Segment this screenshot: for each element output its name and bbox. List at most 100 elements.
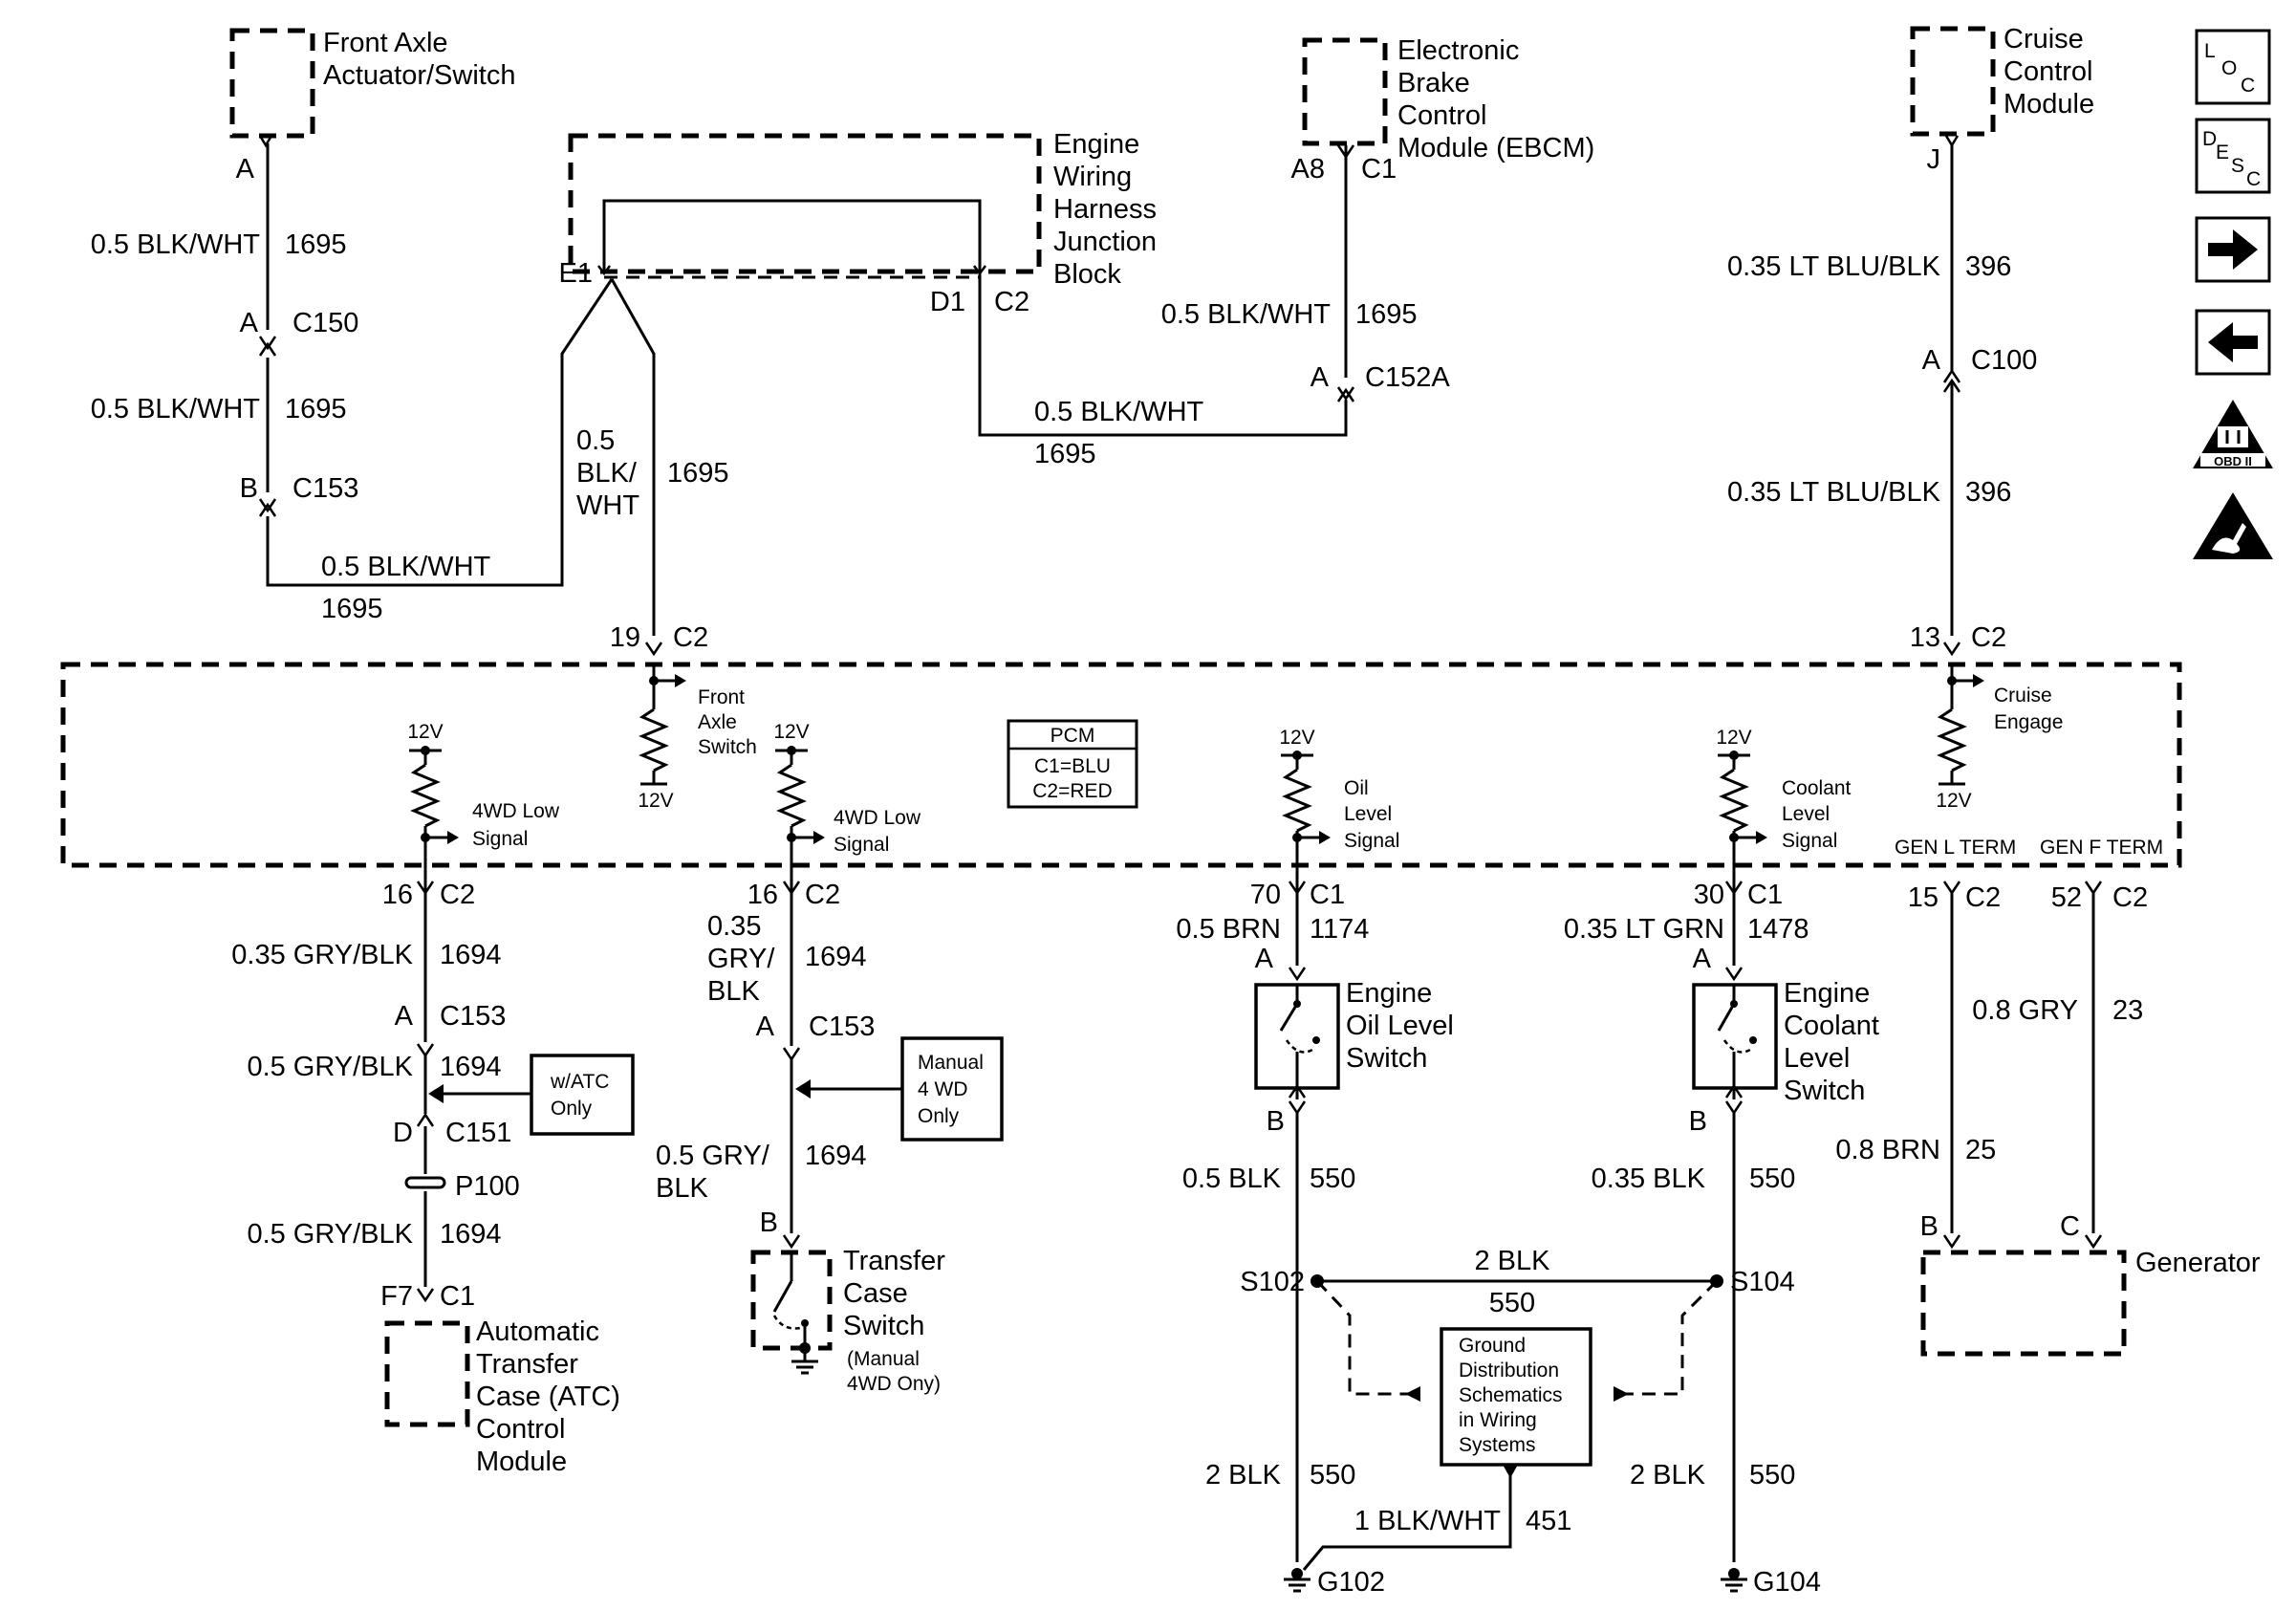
ebcm-label-1: Electronic xyxy=(1397,35,1519,66)
oil-label-2: Oil Level xyxy=(1346,1011,1454,1041)
conn-c2-ewh: C2 xyxy=(994,287,1029,317)
wire-grb-s5: BLK xyxy=(656,1173,708,1204)
circuit-1174: 1174 xyxy=(1310,914,1369,945)
wire-grb-s3: BLK xyxy=(707,976,760,1007)
wire-grb-s1: 0.35 xyxy=(707,911,761,942)
conn-16-1: 16 xyxy=(382,880,413,910)
circuit-1694-3: 1694 xyxy=(440,1219,502,1250)
pcm-cool-2: Level xyxy=(1782,803,1830,825)
note-atc-2: Only xyxy=(551,1098,593,1120)
pcm-12v-cruise: 12V xyxy=(1936,790,1971,812)
conn-13: 13 xyxy=(1910,622,1940,653)
arrow-right-icon[interactable] xyxy=(2195,216,2271,283)
circuit-1694-1: 1694 xyxy=(440,940,502,970)
gd-label-3: Schematics xyxy=(1459,1384,1563,1406)
cool-label-3: Level xyxy=(1784,1043,1850,1074)
wire-grb-s4: 0.5 GRY/ xyxy=(656,1141,770,1171)
conn-70: 70 xyxy=(1250,880,1281,910)
desc-icon-c: C xyxy=(2246,168,2261,190)
conn-c152a: C152A xyxy=(1365,362,1450,393)
wire-grb-2: 0.5 GRY/BLK xyxy=(247,1052,413,1082)
conn-a-2: A xyxy=(240,308,259,338)
oil-level-circuit: 70 C1 0.5 BRN 1174 A Engine Oil Level Sw… xyxy=(1176,880,1454,1562)
arrow-left-icon[interactable] xyxy=(2195,309,2271,376)
cruise-control-module: Cruise Control Module xyxy=(1910,24,2094,137)
conn-c153-3: C153 xyxy=(809,1012,875,1042)
circuit-1478: 1478 xyxy=(1747,914,1809,945)
circuit-23: 23 xyxy=(2112,995,2143,1026)
conn-j: J xyxy=(1927,144,1941,175)
conn-d1: D1 xyxy=(930,287,965,317)
note-man-2: 4 WD xyxy=(918,1078,968,1100)
conn-a-1: A xyxy=(236,154,255,185)
pcm-12v-fas: 12V xyxy=(638,790,673,812)
conn-a-7: A xyxy=(1255,944,1274,974)
pcm-c1: C1=BLU xyxy=(1034,755,1111,777)
circuit-451: 451 xyxy=(1526,1506,1571,1536)
pcm-low-1b: Signal xyxy=(472,828,528,850)
cool-label-2: Coolant xyxy=(1784,1011,1879,1041)
pcm-12v-cool: 12V xyxy=(1716,727,1751,749)
wire-gry-08: 0.8 GRY xyxy=(1972,995,2078,1026)
wire-2blk-l: 2 BLK xyxy=(1205,1460,1282,1490)
conn-c153-2: C153 xyxy=(440,1001,506,1032)
wire-blk-035: 0.35 BLK xyxy=(1592,1164,1706,1194)
desc-icon: D E S C xyxy=(2195,118,2271,194)
atc-circuit: w/ATC Only 16 C2 0.35 GRY/BLK 1694 A C15… xyxy=(231,880,635,1477)
conn-c1-atc: C1 xyxy=(440,1281,475,1312)
circuit-550-2: 550 xyxy=(1749,1164,1795,1194)
wire-ltgrn: 0.35 LT GRN xyxy=(1564,914,1724,945)
wire-label-2: 0.5 BLK/WHT xyxy=(91,394,261,424)
wire-blk-05: 0.5 BLK xyxy=(1182,1164,1282,1194)
ccm-label-2: Control xyxy=(2004,56,2093,87)
generator-label: Generator xyxy=(2135,1248,2261,1278)
ground-distribution: S102 S104 2 BLK 550 Ground Distribution … xyxy=(1205,1246,1821,1598)
wire-ltblu-2: 0.35 LT BLU/BLK xyxy=(1727,477,1941,508)
wire-split-1: 0.5 xyxy=(576,425,615,456)
circuit-1695-4: 1695 xyxy=(667,458,729,489)
pcm-fas-3: Switch xyxy=(698,736,757,758)
pcm-12v-2: 12V xyxy=(773,721,809,743)
conn-e1: E1 xyxy=(559,258,593,289)
front-axle-actuator: Front Axle Actuator/Switch xyxy=(229,28,515,139)
ccm-label-1: Cruise xyxy=(2004,24,2084,54)
conn-a8: A8 xyxy=(1291,154,1325,185)
generator-circuit: 15 C2 52 C2 0.8 GRY 23 0.8 BRN 25 B C Ge… xyxy=(1835,881,2261,1357)
ewh-label-3: Harness xyxy=(1053,194,1157,225)
pcm-oil-1: Oil xyxy=(1344,777,1369,799)
wire-label-3: 0.5 BLK/WHT xyxy=(321,552,491,582)
loc-icon-o: O xyxy=(2221,57,2237,79)
conn-15: 15 xyxy=(1908,882,1939,913)
conn-b-3: B xyxy=(1267,1106,1285,1137)
circuit-1694-2: 1694 xyxy=(440,1052,502,1082)
conn-a-3: A xyxy=(1310,362,1330,393)
ebcm: Electronic Brake Control Module (EBCM) xyxy=(1302,35,1594,163)
wire-split-3: WHT xyxy=(576,490,639,521)
conn-c2-16b: C2 xyxy=(805,880,840,910)
transfer-case-circuit: Manual 4 WD Only 16 C2 0.35 GRY/ BLK 169… xyxy=(656,880,1004,1395)
pcm-oil-2: Level xyxy=(1344,803,1392,825)
wire-grb-1: 0.35 GRY/BLK xyxy=(231,940,413,970)
oil-label-1: Engine xyxy=(1346,978,1432,1009)
ebcm-label-3: Control xyxy=(1397,100,1487,131)
loc-icon: L O C xyxy=(2195,29,2271,105)
wire-grb-3: 0.5 GRY/BLK xyxy=(247,1219,413,1250)
ground-g102: G102 xyxy=(1317,1567,1385,1598)
conn-b-2: B xyxy=(760,1208,778,1238)
pcm-fas-1: Front xyxy=(698,686,745,708)
conn-c150: C150 xyxy=(292,308,358,338)
conn-a-5: A xyxy=(395,1001,414,1032)
atc-label-2: Transfer xyxy=(476,1349,578,1380)
wire-label-1: 0.5 BLK/WHT xyxy=(91,229,261,260)
wire-brn-08: 0.8 BRN xyxy=(1835,1135,1940,1165)
obd-ii-icon: OBD II xyxy=(2193,400,2273,468)
note-atc-1: w/ATC xyxy=(550,1071,609,1093)
wire-2blk-r: 2 BLK xyxy=(1630,1460,1706,1490)
conn-c153-1: C153 xyxy=(292,473,358,504)
pcm-title: PCM xyxy=(1051,725,1095,747)
pcm-12v-oil: 12V xyxy=(1279,727,1314,749)
circuit-1694-5: 1694 xyxy=(805,1141,867,1171)
circuit-396-2: 396 xyxy=(1965,477,2011,508)
conn-19: 19 xyxy=(610,622,640,653)
